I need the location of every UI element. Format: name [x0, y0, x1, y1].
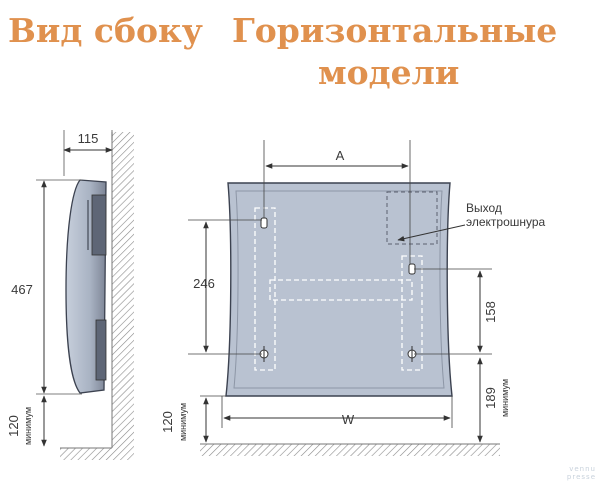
heater-front-panel	[225, 182, 453, 397]
bracket-height-label: 246	[193, 276, 215, 291]
front-floor	[200, 444, 500, 456]
front-floor-clearance-label: 120	[160, 411, 175, 433]
wall-bracket-top	[91, 194, 107, 256]
mounting-bracket	[254, 207, 423, 371]
title-side-view: Вид сбоку	[8, 11, 203, 50]
side-floor-clearance-note: минимум	[23, 407, 33, 445]
front-view: A 246 158 Выход электрошнура W 120 миним…	[160, 140, 546, 456]
side-floor-clearance-label: 120	[6, 415, 21, 437]
watermark: vennu presse	[566, 465, 596, 481]
control-box	[386, 191, 438, 245]
cable-exit-label-line2: электрошнура	[466, 215, 546, 229]
width-w-label: W	[342, 412, 355, 427]
cable-exit-pointer	[397, 224, 466, 242]
cable-exit-label-line1: Выход	[466, 201, 502, 215]
right-clearance-label: 189	[483, 387, 498, 409]
mounting-hole-top-left	[260, 217, 268, 229]
width-a-label: A	[336, 148, 345, 163]
side-view: 115 467 120 минимум	[6, 130, 134, 460]
side-floor	[60, 448, 134, 460]
side-wall	[112, 132, 134, 448]
cable-offset-label: 158	[483, 301, 498, 323]
depth-label: 115	[78, 131, 99, 146]
front-floor-clearance-note: минимум	[178, 403, 188, 441]
title-horizontal-models: Горизонтальные	[232, 11, 558, 50]
wall-bracket-bottom	[95, 319, 107, 381]
title-horizontal-models-line2: модели	[318, 53, 460, 92]
right-clearance-note: минимум	[500, 379, 510, 417]
height-label: 467	[11, 282, 33, 297]
